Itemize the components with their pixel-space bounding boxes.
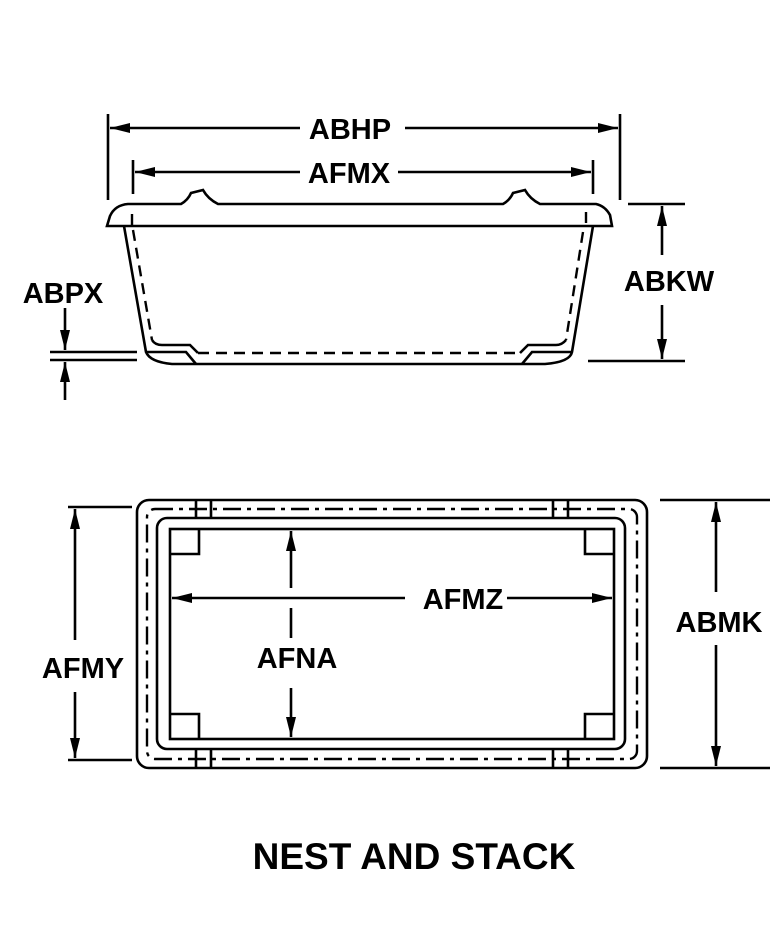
dimension-afna: AFNA <box>257 531 338 737</box>
label-abkw: ABKW <box>624 266 715 298</box>
tub-outline <box>105 188 614 366</box>
stacking-tabs <box>194 500 570 768</box>
dimension-afmx: AFMX <box>131 158 595 194</box>
dimension-abmk: ABMK <box>660 498 770 770</box>
label-abmk: ABMK <box>676 607 763 639</box>
corner-feet <box>170 529 614 739</box>
rim-centerline <box>145 507 639 761</box>
top-view: AFMY AFMZ AFNA ABMK <box>42 498 770 770</box>
inner-wall <box>155 516 627 751</box>
label-abhp: ABHP <box>309 114 391 146</box>
label-abpx: ABPX <box>23 278 104 310</box>
label-afmz: AFMZ <box>423 584 504 616</box>
inner-bottom <box>168 527 616 741</box>
dimension-abkw: ABKW <box>588 202 715 363</box>
diagram-title: NEST AND STACK <box>253 836 576 877</box>
outer-rim <box>135 498 649 770</box>
dimension-afmz: AFMZ <box>172 584 612 616</box>
label-afna: AFNA <box>257 643 338 675</box>
dimension-abhp: ABHP <box>106 114 622 200</box>
dimension-abpx: ABPX <box>23 278 137 400</box>
dimension-afmy: AFMY <box>42 505 132 762</box>
label-afmy: AFMY <box>42 653 124 685</box>
label-afmx: AFMX <box>308 158 391 190</box>
side-view: ABHP AFMX ABPX ABKW <box>23 114 715 400</box>
